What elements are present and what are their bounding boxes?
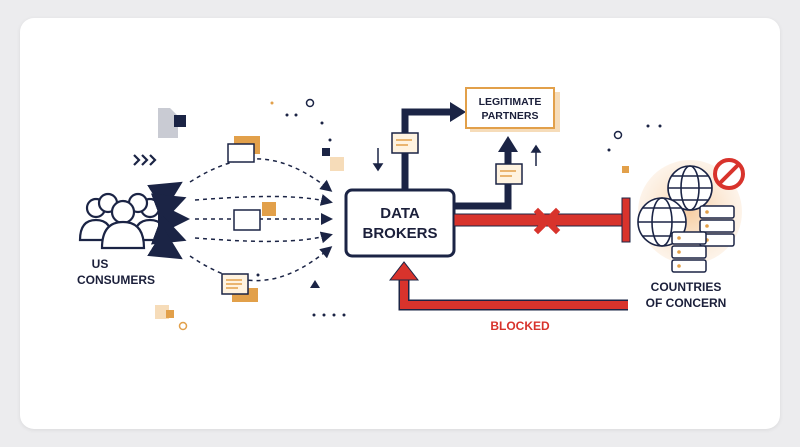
folder-icon [233, 202, 276, 231]
consumer-arrows [147, 181, 190, 260]
consumers-label-line1: US [92, 257, 109, 271]
countries-label-line2: OF CONCERN [646, 296, 727, 310]
x-mark-icon [533, 207, 561, 235]
blocked-label: BLOCKED [490, 319, 550, 333]
blocked-transfer-bar [453, 197, 631, 243]
folder-icon [227, 136, 260, 163]
partners-label-line2: PARTNERS [482, 110, 539, 122]
dashed-flow-lines [189, 158, 333, 282]
countries-label-line1: COUNTRIES [651, 280, 722, 294]
prohibited-icon [713, 158, 745, 190]
decorative-dots [155, 98, 662, 331]
server-icon [699, 205, 735, 247]
document-icon [158, 108, 186, 138]
brokers-label-line2: BROKERS [362, 225, 437, 242]
chevron-triple-icon [133, 154, 157, 166]
blocked-return-arrow [388, 261, 628, 311]
consumers-label-line2: CONSUMERS [77, 273, 155, 287]
people-icon [78, 192, 168, 250]
partners-label-line1: LEGITIMATE [479, 96, 542, 108]
document-icon [221, 273, 258, 302]
small-arrows [372, 144, 542, 172]
globe-icon [667, 165, 713, 211]
legitimate-partners-box [465, 87, 555, 129]
data-brokers-box [344, 188, 456, 258]
document-icon [495, 163, 523, 185]
brokers-label-line1: DATA [380, 205, 420, 222]
document-icon [391, 132, 419, 154]
server-icon [671, 231, 707, 273]
